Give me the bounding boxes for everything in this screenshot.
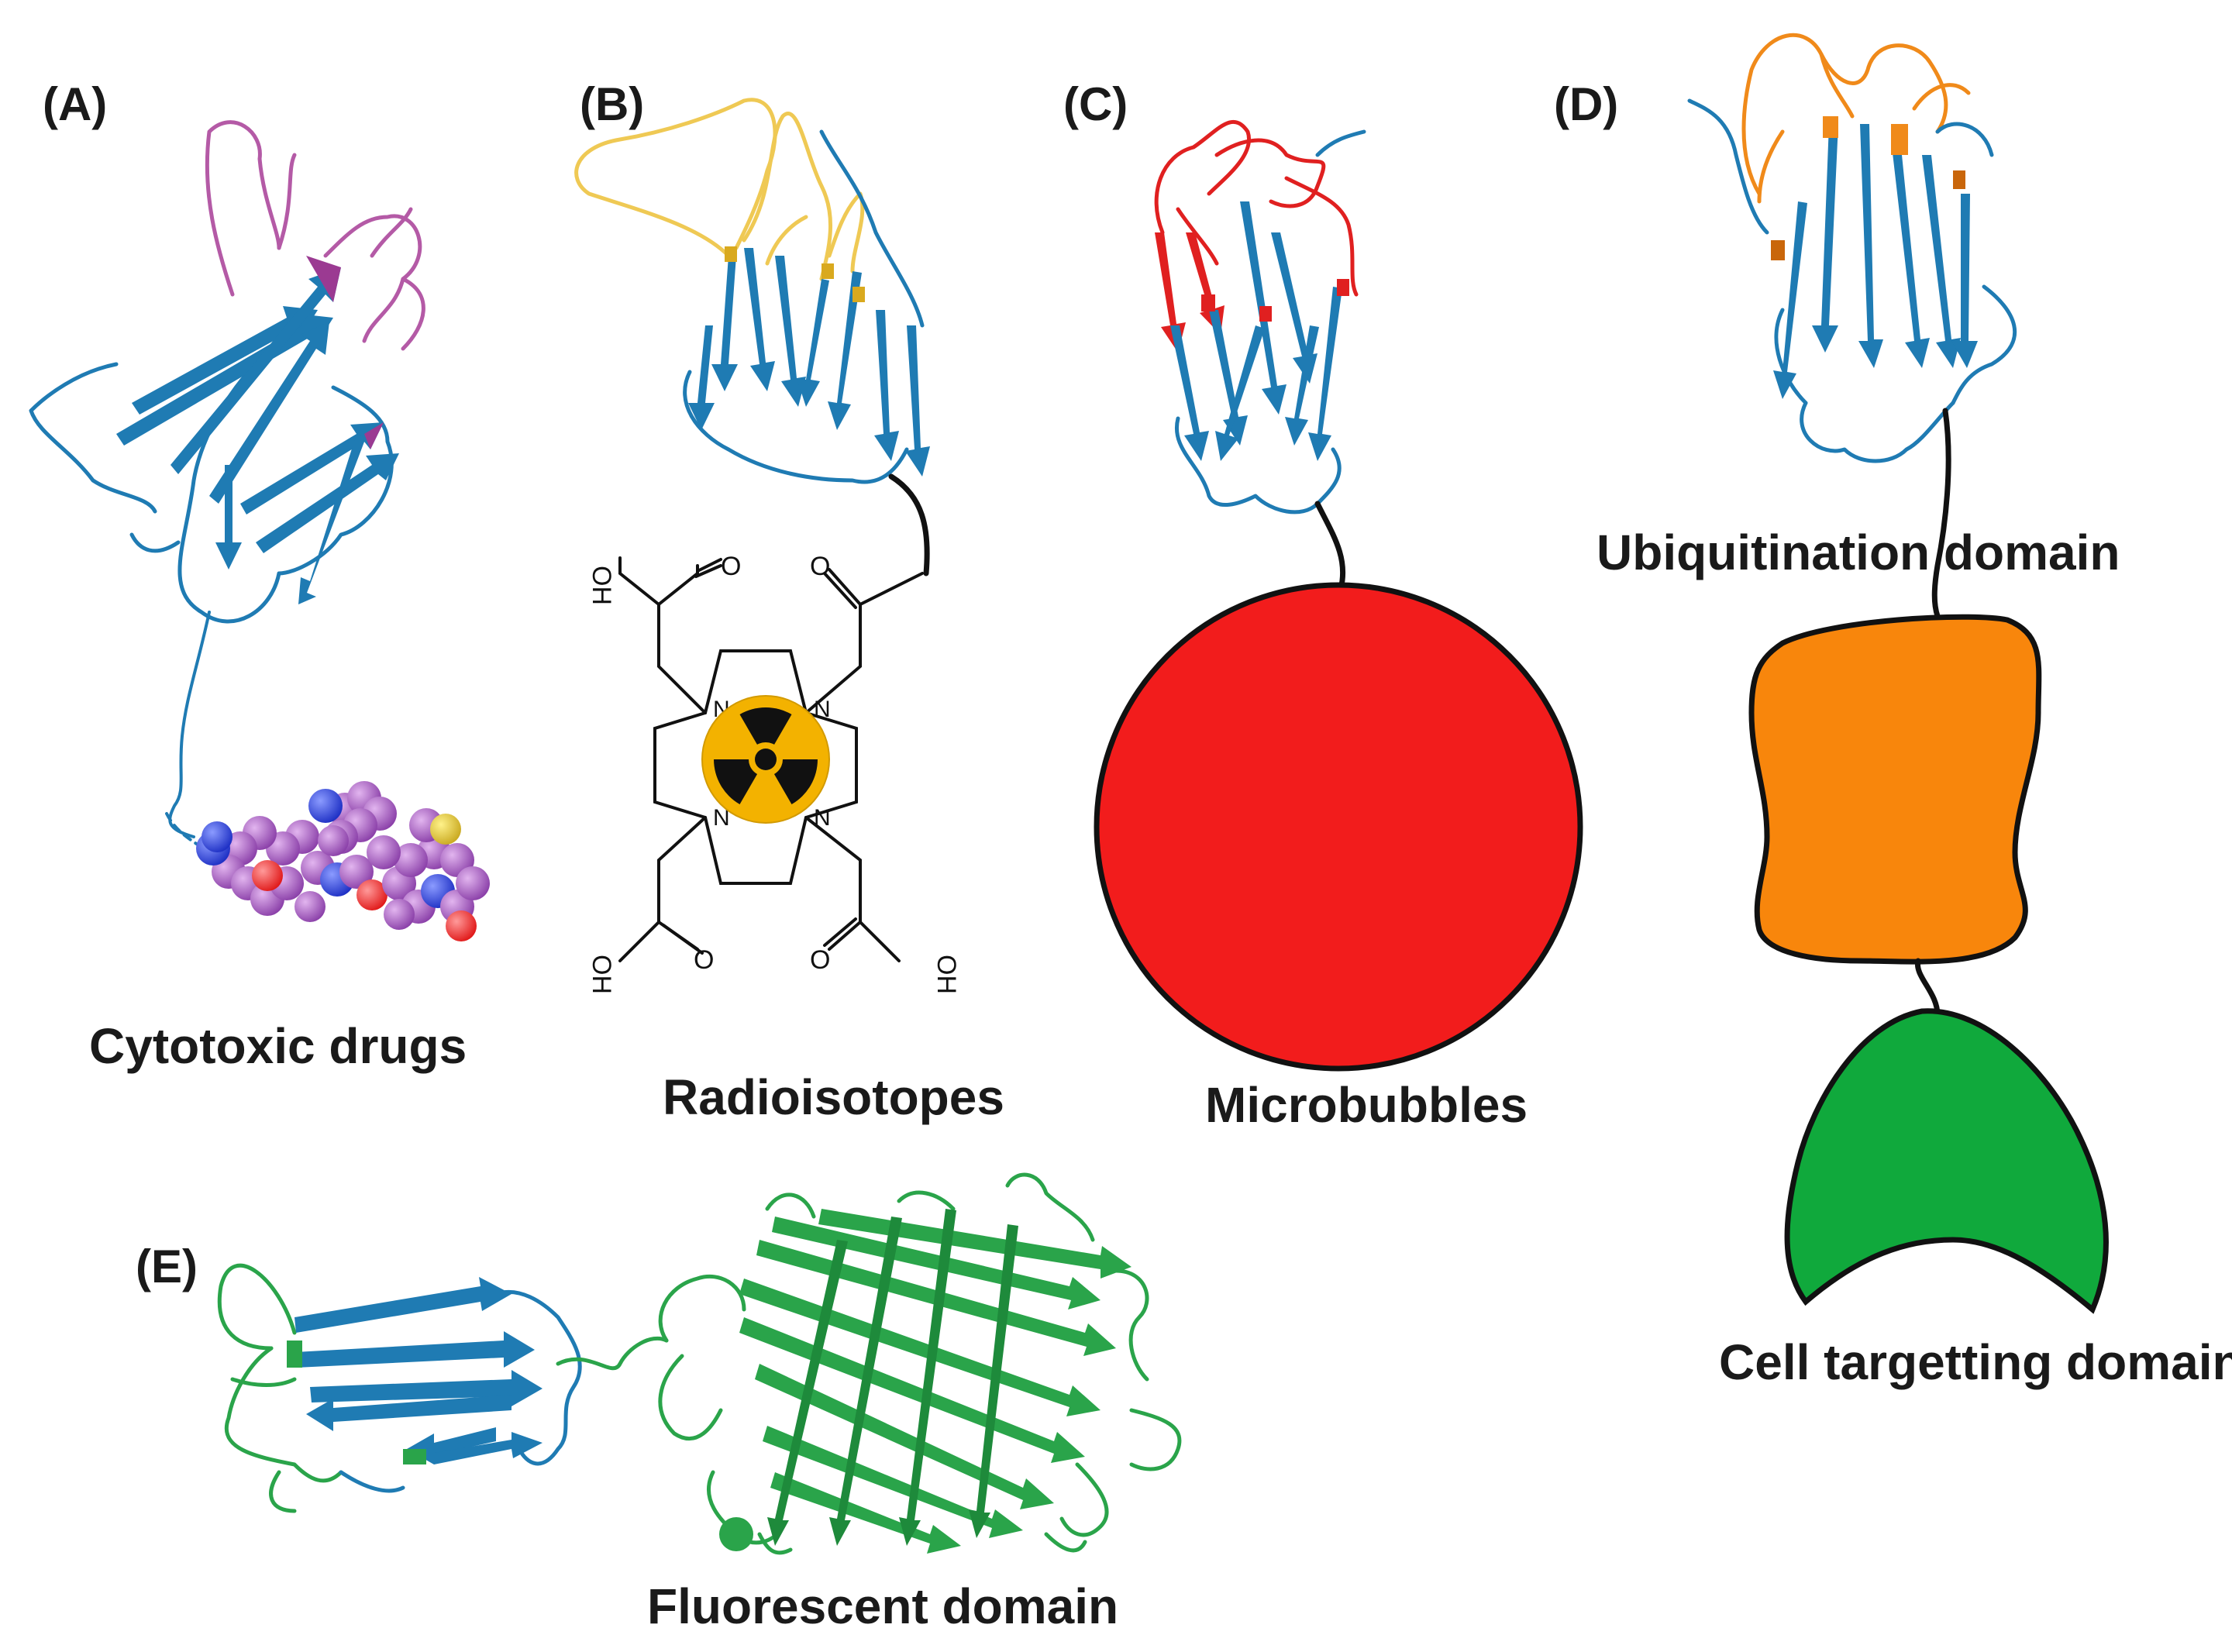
protein-ribbon-icon xyxy=(1687,33,2017,463)
microbubble-icon xyxy=(1094,582,1583,1072)
ubiquitination-domain-icon xyxy=(1748,614,2042,965)
panel-e-label: (E) xyxy=(136,1241,198,1292)
panel-b: (B) xyxy=(574,78,1004,1125)
chelator-n-2: N xyxy=(814,697,831,722)
panel-b-label: (B) xyxy=(580,78,644,130)
panel-a-label: (A) xyxy=(43,78,107,130)
chelator-oh-3: OH xyxy=(932,955,961,994)
chelator-n-4: N xyxy=(814,805,831,831)
protein-ribbon-icon xyxy=(574,98,930,484)
panel-d-caption-upper: Ubiquitination domain xyxy=(1596,525,2120,580)
protein-ribbon-icon xyxy=(1154,119,1366,515)
panel-a-caption: Cytotoxic drugs xyxy=(89,1018,467,1074)
radiation-trefoil-icon xyxy=(701,695,830,824)
chelator-o-2: O xyxy=(810,552,830,581)
panel-d: (D) Ubiquitinatio xyxy=(1554,33,2232,1390)
chelator-oh-2: OH xyxy=(587,955,616,994)
chelator-o-1: O xyxy=(721,552,741,581)
panel-d-label: (D) xyxy=(1554,78,1618,130)
panel-a: (A) xyxy=(29,78,490,1074)
chelator-o-3: O xyxy=(694,945,714,975)
panel-c: (C) Microbu xyxy=(1063,78,1583,1133)
panel-e: (E) xyxy=(136,1172,1182,1634)
panel-c-label: (C) xyxy=(1063,78,1128,130)
panel-e-caption: Fluorescent domain xyxy=(647,1578,1118,1634)
chelator-n-3: N xyxy=(713,805,730,831)
chelator-oh-1: OH xyxy=(587,566,616,605)
protein-ribbon-icon xyxy=(217,1263,669,1513)
dota-chelator-icon: N N N N O O O O OH OH OH xyxy=(587,552,961,994)
panel-c-caption: Microbubbles xyxy=(1205,1077,1528,1133)
chelator-o-4: O xyxy=(810,945,830,975)
cell-targeting-domain-icon xyxy=(1784,1008,2109,1314)
gfp-barrel-icon xyxy=(658,1172,1182,1555)
drug-molecule-icon xyxy=(196,781,490,941)
panel-d-caption-lower: Cell targetting domain xyxy=(1719,1334,2232,1390)
panel-b-caption: Radioisotopes xyxy=(663,1069,1004,1125)
protein-ribbon-icon xyxy=(29,120,425,846)
